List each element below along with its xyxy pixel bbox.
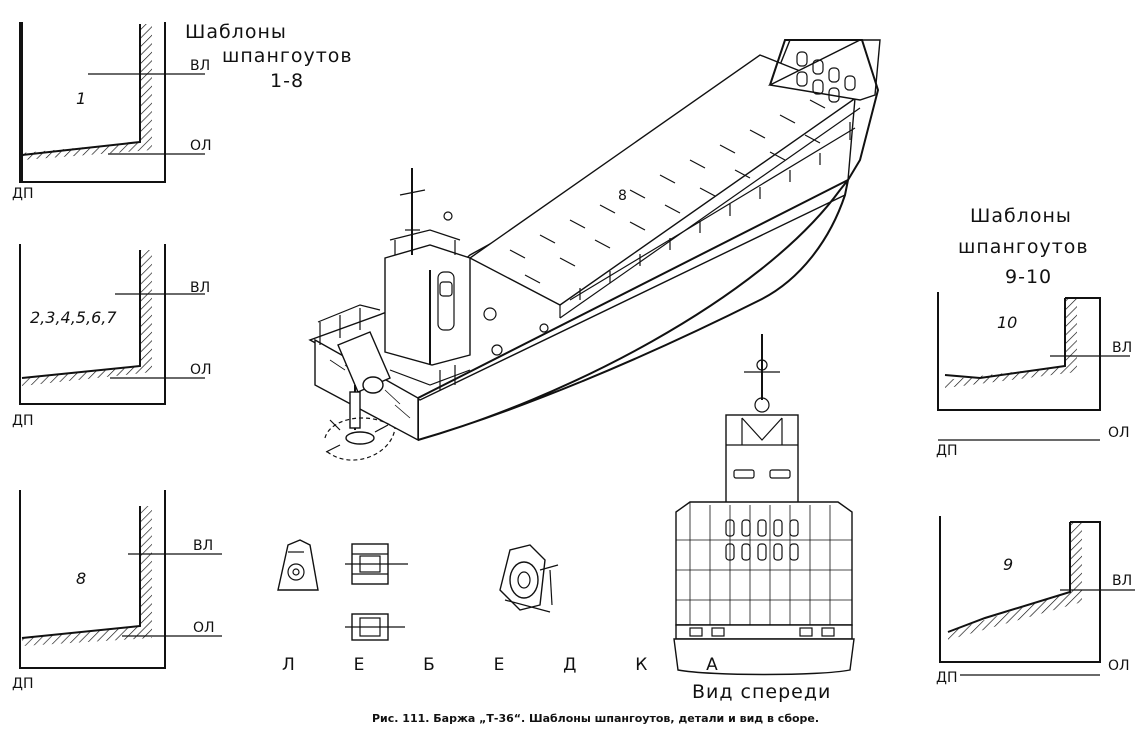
right-templates-title: Шаблоны шпангоутов 9-10 bbox=[958, 205, 1089, 288]
left-title-line3: 1-8 bbox=[270, 70, 304, 92]
frame-number: 9 bbox=[1003, 555, 1013, 574]
frame-number: 2,3,4,5,6,7 bbox=[30, 308, 117, 327]
hull-mark: 8 bbox=[618, 188, 627, 204]
right-title-line3: 9-10 bbox=[1005, 266, 1052, 288]
centerplane-label: ДП bbox=[12, 676, 33, 692]
centerplane-label: ДП bbox=[936, 443, 957, 459]
front-view-label: Вид спереди bbox=[692, 681, 831, 703]
winch-side-plate bbox=[277, 539, 319, 591]
frame-template-10: ВЛ ОЛ ДП 10 bbox=[936, 292, 1132, 459]
waterline-label: ВЛ bbox=[190, 58, 210, 74]
winch-top-view bbox=[345, 543, 408, 585]
winch-label: Л Е Б Е Д К А bbox=[282, 655, 734, 675]
centerplane-label: ДП bbox=[936, 670, 957, 686]
frame-number: 1 bbox=[76, 89, 86, 108]
figure-caption: Рис. 111. Баржа „Т-36“. Шаблоны шпангоут… bbox=[372, 712, 819, 725]
right-title-line1: Шаблоны bbox=[970, 205, 1072, 227]
frame-template-9: ВЛ ОЛ ДП 9 bbox=[936, 516, 1135, 686]
winch-bottom-view bbox=[345, 613, 405, 641]
waterline-label: ВЛ bbox=[190, 280, 210, 296]
frame-template-2-7: ВЛ ОЛ ДП 2,3,4,5,6,7 bbox=[12, 244, 212, 429]
centerplane-label: ДП bbox=[12, 413, 33, 429]
left-templates-title: Шаблоны шпангоутов 1-8 bbox=[185, 21, 353, 92]
right-title-line2: шпангоутов bbox=[958, 236, 1089, 258]
front-view: Вид спереди bbox=[673, 334, 855, 703]
baseline-label: ОЛ bbox=[190, 362, 212, 378]
frame-number: 10 bbox=[997, 313, 1017, 332]
baseline-label: ОЛ bbox=[190, 138, 212, 154]
winch-details: Л Е Б Е Д К А bbox=[277, 539, 734, 675]
frame-template-8: ВЛ ОЛ ДП 8 bbox=[12, 490, 222, 692]
centerplane-label: ДП bbox=[12, 186, 33, 202]
baseline-label: ОЛ bbox=[1108, 658, 1130, 674]
left-title-line2: шпангоутов bbox=[222, 45, 353, 67]
waterline-label: ВЛ bbox=[1112, 573, 1132, 589]
frame-number: 8 bbox=[76, 569, 86, 588]
barge-isometric-view: 8 bbox=[308, 39, 881, 461]
waterline-label: ВЛ bbox=[1112, 340, 1132, 356]
left-title-line1: Шаблоны bbox=[185, 21, 287, 43]
waterline-label: ВЛ bbox=[193, 538, 213, 554]
baseline-label: ОЛ bbox=[193, 620, 215, 636]
frame-template-1: ВЛ ОЛ ДП 1 bbox=[12, 22, 212, 202]
baseline-label: ОЛ bbox=[1108, 425, 1130, 441]
winch-isometric bbox=[499, 544, 559, 613]
